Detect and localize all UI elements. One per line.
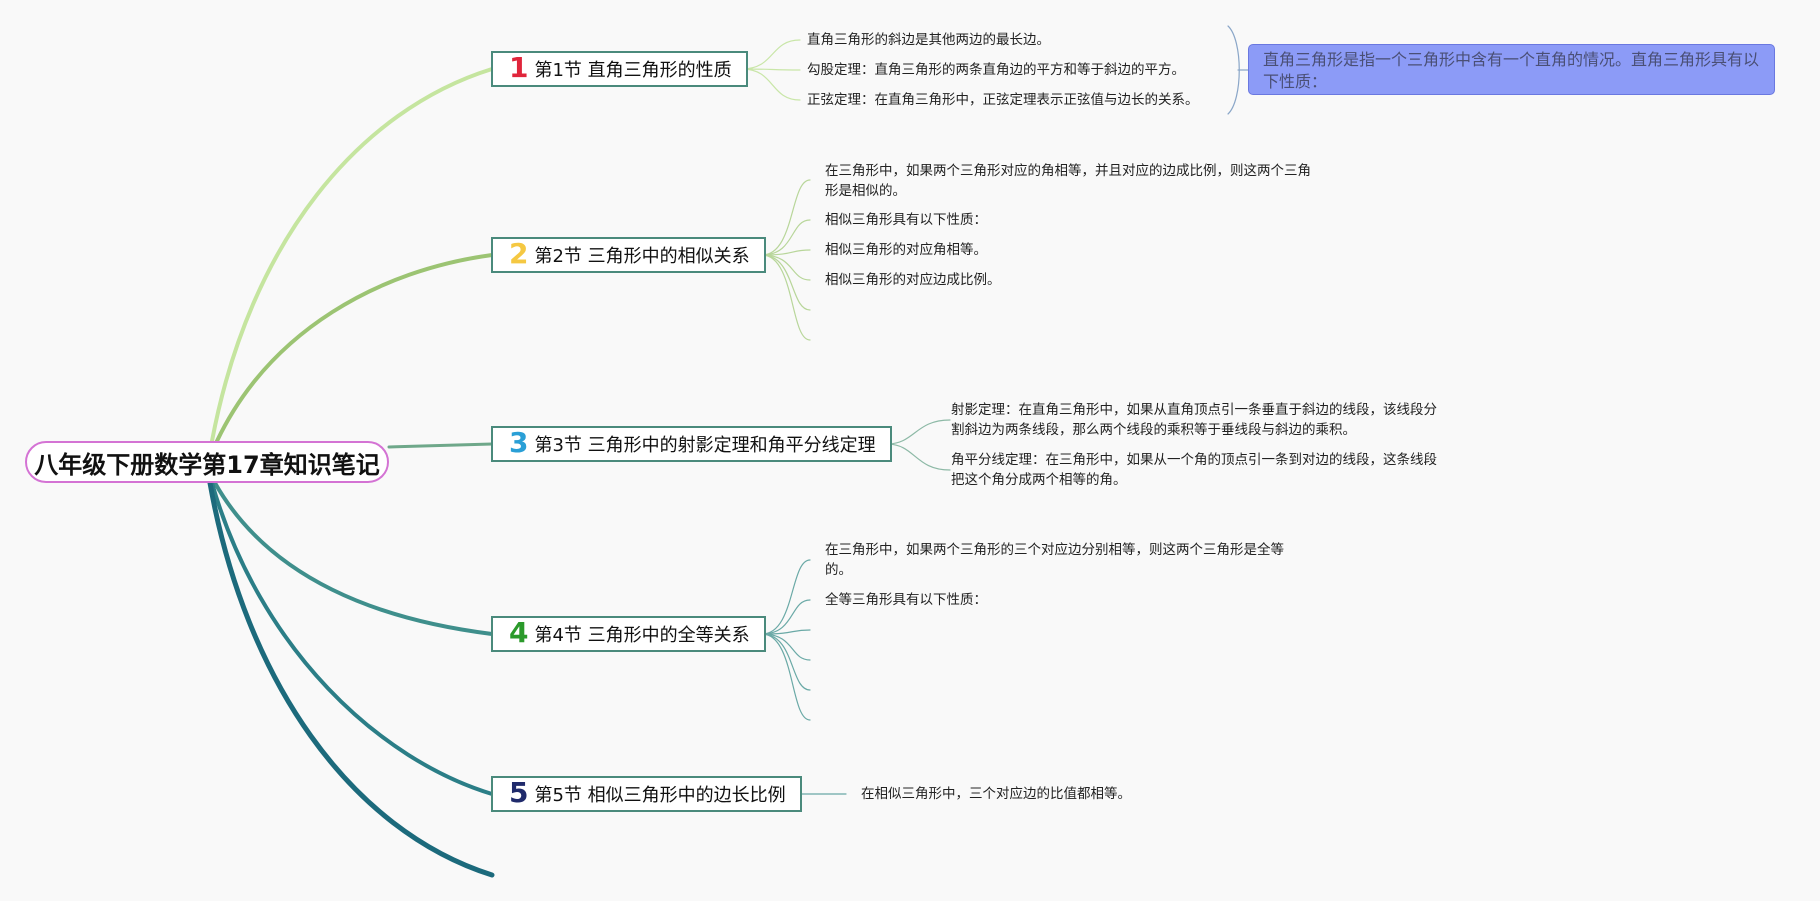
topic-3-leaf-1[interactable]: 射影定理：在直角三角形中，如果从直角顶点引一条垂直于斜边的线段，该线段分割斜边为… <box>951 402 1437 438</box>
topic-2-leaf-1[interactable]: 在三角形中，如果两个三角形对应的角相等，并且对应的边成比例，则这两个三角形是相似… <box>825 163 1311 199</box>
root-topic[interactable]: 八年级下册数学第17章知识笔记 <box>25 441 389 483</box>
topic-4[interactable]: 4 第4节 三角形中的全等关系 <box>491 616 766 652</box>
branch-5 <box>210 481 494 796</box>
topic-5[interactable]: 5 第5节 相似三角形中的边长比例 <box>491 776 802 812</box>
topic-4-leaf-2[interactable]: 全等三角形具有以下性质： <box>825 592 987 608</box>
topic-2[interactable]: 2 第2节 三角形中的相似关系 <box>491 237 766 273</box>
section-number-4: 4 <box>509 616 529 649</box>
topic-2-label: 第2节 三角形中的相似关系 <box>534 246 750 267</box>
branch-1 <box>210 67 494 443</box>
topic-2-leaf-2[interactable]: 相似三角形具有以下性质： <box>825 212 987 228</box>
branch-4 <box>213 481 494 636</box>
section-number-1: 1 <box>509 51 529 84</box>
root-title: 八年级下册数学第17章知识笔记 <box>34 450 380 479</box>
topic-3-label: 第3节 三角形中的射影定理和角平分线定理 <box>534 435 876 456</box>
branch-6 <box>207 480 495 878</box>
topic-2-leaf-4[interactable]: 相似三角形的对应边成比例。 <box>825 272 1001 288</box>
section-number-5: 5 <box>509 776 529 809</box>
topic-4-label: 第4节 三角形中的全等关系 <box>534 625 750 646</box>
section-number-3: 3 <box>509 426 529 459</box>
topic-2-leaf-3[interactable]: 相似三角形的对应角相等。 <box>825 242 987 258</box>
branch-3 <box>387 442 494 449</box>
topic-1-leaf-3[interactable]: 正弦定理：在直角三角形中，正弦定理表示正弦值与边长的关系。 <box>807 92 1199 108</box>
section-number-2: 2 <box>509 237 529 270</box>
topic-1-note[interactable]: 直角三角形是指一个三角形中含有一个直角的情况。直角三角形具有以下性质： <box>1248 44 1775 95</box>
topic-1-leaf-1[interactable]: 直角三角形的斜边是其他两边的最长边。 <box>807 32 1050 48</box>
topic-5-leaf-1[interactable]: 在相似三角形中，三个对应边的比值都相等。 <box>861 786 1131 802</box>
topic-3-leaf-2[interactable]: 角平分线定理：在三角形中，如果从一个角的顶点引一条到对边的线段，这条线段把这个角… <box>951 452 1437 488</box>
branch-2 <box>215 253 494 443</box>
topic-1[interactable]: 1 第1节 直角三角形的性质 <box>491 51 748 87</box>
topic-1-leaf-2[interactable]: 勾股定理：直角三角形的两条直角边的平方和等于斜边的平方。 <box>807 62 1185 78</box>
topic-5-label: 第5节 相似三角形中的边长比例 <box>534 785 786 806</box>
topic-3[interactable]: 3 第3节 三角形中的射影定理和角平分线定理 <box>491 426 892 462</box>
topic-1-label: 第1节 直角三角形的性质 <box>534 60 732 81</box>
topic-4-leaf-1[interactable]: 在三角形中，如果两个三角形的三个对应边分别相等，则这两个三角形是全等的。 <box>825 542 1284 578</box>
